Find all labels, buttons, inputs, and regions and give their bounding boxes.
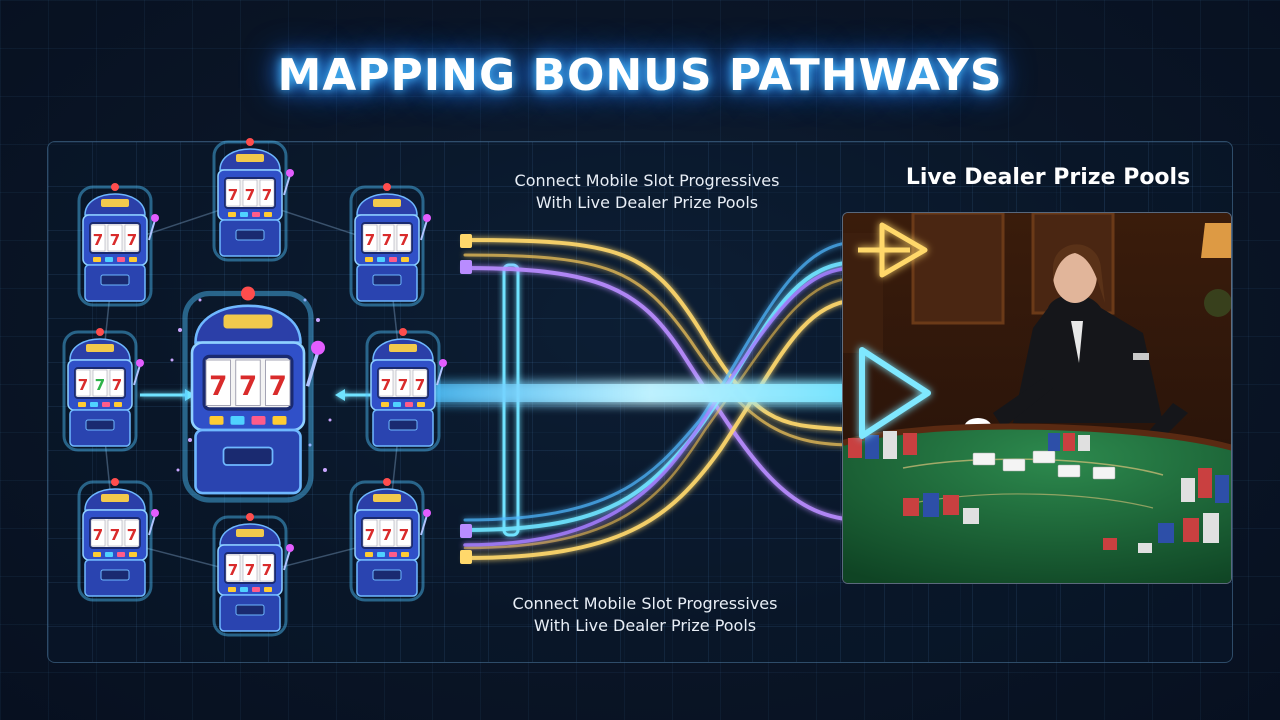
caption-bottom: Connect Mobile Slot Progressives With Li… [465,593,825,637]
reel-symbol: 7 [127,526,137,544]
reel-symbol: 7 [245,186,255,204]
dealer-scene-svg [843,213,1231,583]
caption-bottom-line2: With Live Dealer Prize Pools [533,616,757,635]
sparkles [170,298,332,472]
caption-top: Connect Mobile Slot Progressives With Li… [467,170,827,214]
slot-inbound-arrows [140,389,375,401]
reel-symbol: 7 [110,526,120,544]
reel-symbol: 7 [110,231,120,249]
live-dealer-title: Live Dealer Prize Pools [905,165,1191,190]
reel-symbol: 7 [269,372,287,402]
reel-symbol: 7 [262,561,272,579]
reel-symbol: 7 [228,186,238,204]
reel-symbol: 7 [209,372,227,402]
reel-symbol: 7 [127,231,137,249]
reel-symbol: 7 [112,376,122,394]
reel-symbol: 7 [382,526,392,544]
reel-symbol: 7 [365,231,375,249]
reel-symbol: 7 [239,372,257,402]
caption-top-line2: With Live Dealer Prize Pools [535,193,759,212]
reel-symbol: 7 [381,376,391,394]
reel-symbol: 7 [93,526,103,544]
reel-symbol: 7 [93,231,103,249]
caption-bottom-line1: Connect Mobile Slot Progressives [512,594,778,613]
path-terminals-left [460,234,472,564]
reel-symbol: 7 [78,376,88,394]
caption-top-line1: Connect Mobile Slot Progressives [514,171,780,190]
page-title: MAPPING BONUS PATHWAYS [277,50,1003,101]
reel-symbol: 7 [399,526,409,544]
reel-symbol: 7 [95,376,105,394]
reel-symbol: 7 [382,231,392,249]
reel-symbol: 7 [365,526,375,544]
bonus-paths [463,238,857,560]
reel-symbol: 7 [415,376,425,394]
reel-symbol: 7 [399,231,409,249]
reel-symbol: 7 [245,561,255,579]
reel-symbol: 7 [398,376,408,394]
reel-symbol: 7 [262,186,272,204]
chip-stacks [848,431,1229,553]
reel-symbol: 7 [228,561,238,579]
